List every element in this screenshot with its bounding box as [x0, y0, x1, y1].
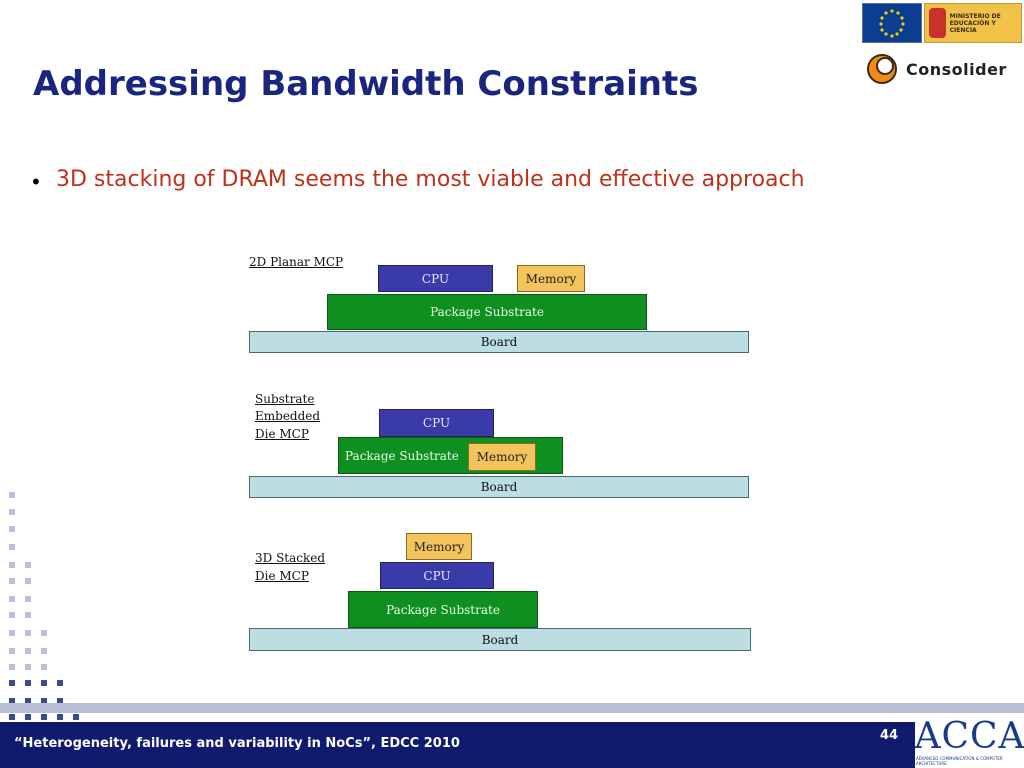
eu-stars-icon: [879, 9, 905, 38]
eu-flag-logo: [862, 3, 922, 43]
decorative-square: [73, 714, 79, 720]
decorative-square: [25, 578, 31, 584]
bullet-marker: •: [30, 170, 42, 194]
decorative-square: [9, 596, 15, 602]
acca-logo-text: ACCA: [914, 716, 1024, 757]
decorative-square: [25, 664, 31, 670]
decorative-square: [9, 612, 15, 618]
stacked-substrate-block: Package Substrate: [348, 591, 538, 628]
ministry-logo: MINISTERIO DE EDUCACIÓN Y CIENCIA: [924, 3, 1022, 43]
embedded-label-line-3: Die MCP: [255, 427, 309, 441]
decorative-square: [41, 630, 47, 636]
decorative-square: [57, 714, 63, 720]
stacked-board-block: Board: [249, 628, 751, 651]
decorative-square: [41, 648, 47, 654]
bullet-text: 3D stacking of DRAM seems the most viabl…: [56, 167, 805, 192]
decorative-square: [41, 698, 47, 704]
decorative-square: [41, 714, 47, 720]
decorative-square: [41, 664, 47, 670]
stacked-label-line-2: Die MCP: [255, 569, 309, 583]
decorative-square: [25, 612, 31, 618]
decorative-square: [9, 698, 15, 704]
decorative-square: [9, 492, 15, 498]
footer-text: “Heterogeneity, failures and variability…: [14, 736, 460, 751]
decorative-square: [25, 630, 31, 636]
ministry-logo-text: MINISTERIO DE EDUCACIÓN Y CIENCIA: [949, 12, 1001, 34]
stacked-label-line-1: 3D Stacked: [255, 551, 326, 565]
decorative-square: [9, 526, 15, 532]
decorative-square: [25, 698, 31, 704]
decorative-square: [9, 578, 15, 584]
decorative-square: [9, 664, 15, 670]
footer-accent-band: [0, 703, 1024, 713]
embedded-cpu-block: CPU: [379, 409, 494, 437]
planar-memory-block: Memory: [517, 265, 585, 292]
slide-title: Addressing Bandwidth Constraints: [33, 64, 699, 104]
decorative-square: [25, 680, 31, 686]
decorative-square: [9, 648, 15, 654]
acca-logo-subtext: ADVANCED COMMUNICATION & COMPUTER ARCHIT…: [916, 756, 1003, 766]
decorative-square: [25, 596, 31, 602]
embedded-label-line-2: Embedded: [255, 409, 321, 423]
decorative-square: [25, 562, 31, 568]
planar-substrate-block: Package Substrate: [327, 294, 647, 330]
decorative-square: [41, 680, 47, 686]
consolider-logo-text: Consolider: [906, 59, 1007, 79]
decorative-square: [9, 714, 15, 720]
acca-logo: ACCA ADVANCED COMMUNICATION & COMPUTER A…: [914, 716, 1024, 768]
footer-bar: [0, 722, 915, 768]
decorative-square: [9, 680, 15, 686]
consolider-logo: Consolider: [866, 52, 1007, 86]
decorative-square: [25, 714, 31, 720]
embedded-board-block: Board: [249, 476, 749, 498]
planar-label: 2D Planar MCP: [249, 255, 344, 269]
decorative-square: [9, 562, 15, 568]
decorative-square: [57, 698, 63, 704]
decorative-square: [9, 630, 15, 636]
consolider-mark-icon: [866, 52, 900, 86]
decorative-square: [9, 544, 15, 550]
stacked-cpu-block: CPU: [380, 562, 494, 589]
decorative-square: [25, 648, 31, 654]
spain-crest-icon: [929, 8, 946, 38]
page-number: 44: [880, 728, 899, 743]
planar-cpu-block: CPU: [378, 265, 493, 292]
decorative-square: [57, 680, 63, 686]
decorative-square: [9, 509, 15, 515]
planar-board-block: Board: [249, 331, 749, 353]
stacked-memory-block: Memory: [406, 533, 472, 560]
embedded-memory-block: Memory: [468, 443, 536, 471]
embedded-label-line-1: Substrate: [255, 392, 315, 406]
